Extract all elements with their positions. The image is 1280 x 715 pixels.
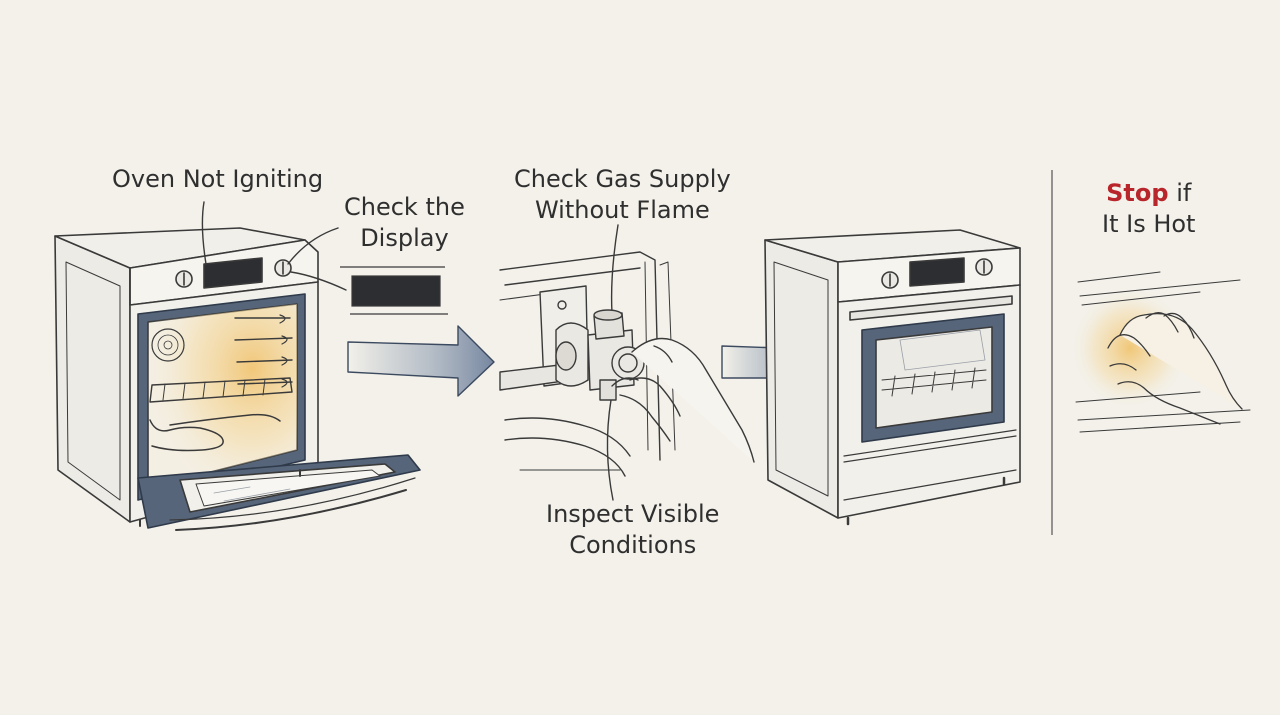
oven-display-icon bbox=[909, 257, 965, 287]
hot-surface-illustration bbox=[1070, 271, 1251, 433]
gas-valve-illustration bbox=[499, 251, 755, 477]
label-check-gas-supply: Check Gas Supply Without Flame bbox=[514, 165, 731, 224]
label-inspect-visible-conditions: Inspect Visible Conditions bbox=[546, 500, 720, 559]
display-closeup-icon bbox=[340, 266, 448, 315]
oven-display-icon bbox=[203, 257, 263, 289]
open-oven-illustration bbox=[54, 227, 421, 531]
stop-word: Stop bbox=[1106, 179, 1169, 207]
label-check-display: Check the Display bbox=[344, 193, 465, 252]
label-oven-not-igniting: Oven Not Igniting bbox=[112, 165, 324, 193]
arrow-right-icon bbox=[347, 325, 495, 397]
label-stop-if-hot: Stop if It Is Hot bbox=[1102, 179, 1196, 238]
closed-oven-illustration bbox=[764, 229, 1021, 526]
